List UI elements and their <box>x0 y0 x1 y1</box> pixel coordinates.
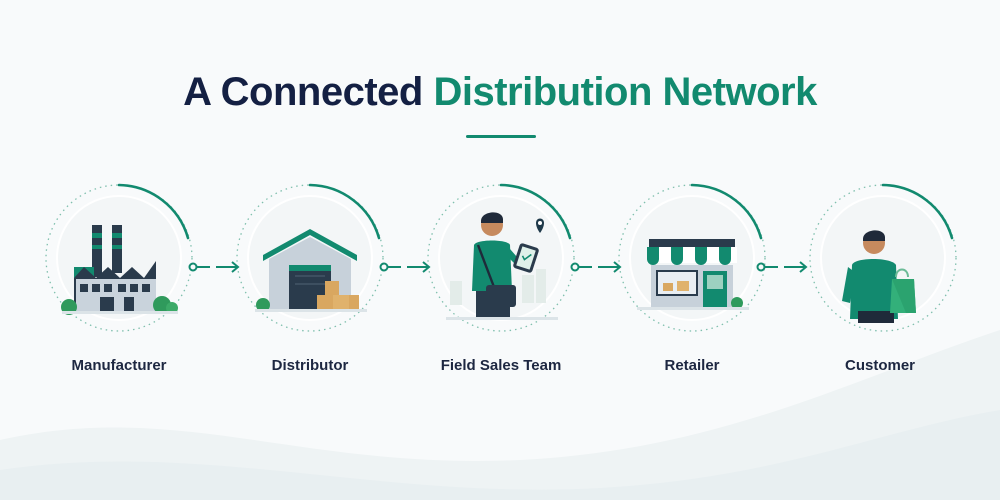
page-title: A Connected Distribution Network <box>0 70 1000 115</box>
warehouse-icon <box>236 183 384 332</box>
step-label-distributor: Distributor <box>271 357 349 374</box>
connector-arrow <box>379 261 431 273</box>
step-label-customer: Customer <box>844 357 915 374</box>
factory-icon <box>45 183 193 332</box>
step-label-field-sales-team: Field Sales Team <box>440 357 562 374</box>
title-underline <box>466 135 536 138</box>
connector-arrow <box>756 261 808 273</box>
title-part-accent: Distribution Network <box>433 70 817 114</box>
step-field-sales-team <box>426 183 576 333</box>
connector-arrow <box>188 261 240 273</box>
step-distributor <box>235 183 385 333</box>
step-retailer <box>617 183 767 333</box>
connector-arrow <box>570 261 622 273</box>
step-label-retailer: Retailer <box>664 357 720 374</box>
step-label-manufacturer: Manufacturer <box>71 357 167 374</box>
sales-person-icon <box>427 183 575 332</box>
step-customer <box>808 183 958 333</box>
store-icon <box>618 183 766 332</box>
customer-icon <box>809 183 957 332</box>
title-part-dark: A Connected <box>183 70 423 114</box>
step-manufacturer <box>44 183 194 333</box>
